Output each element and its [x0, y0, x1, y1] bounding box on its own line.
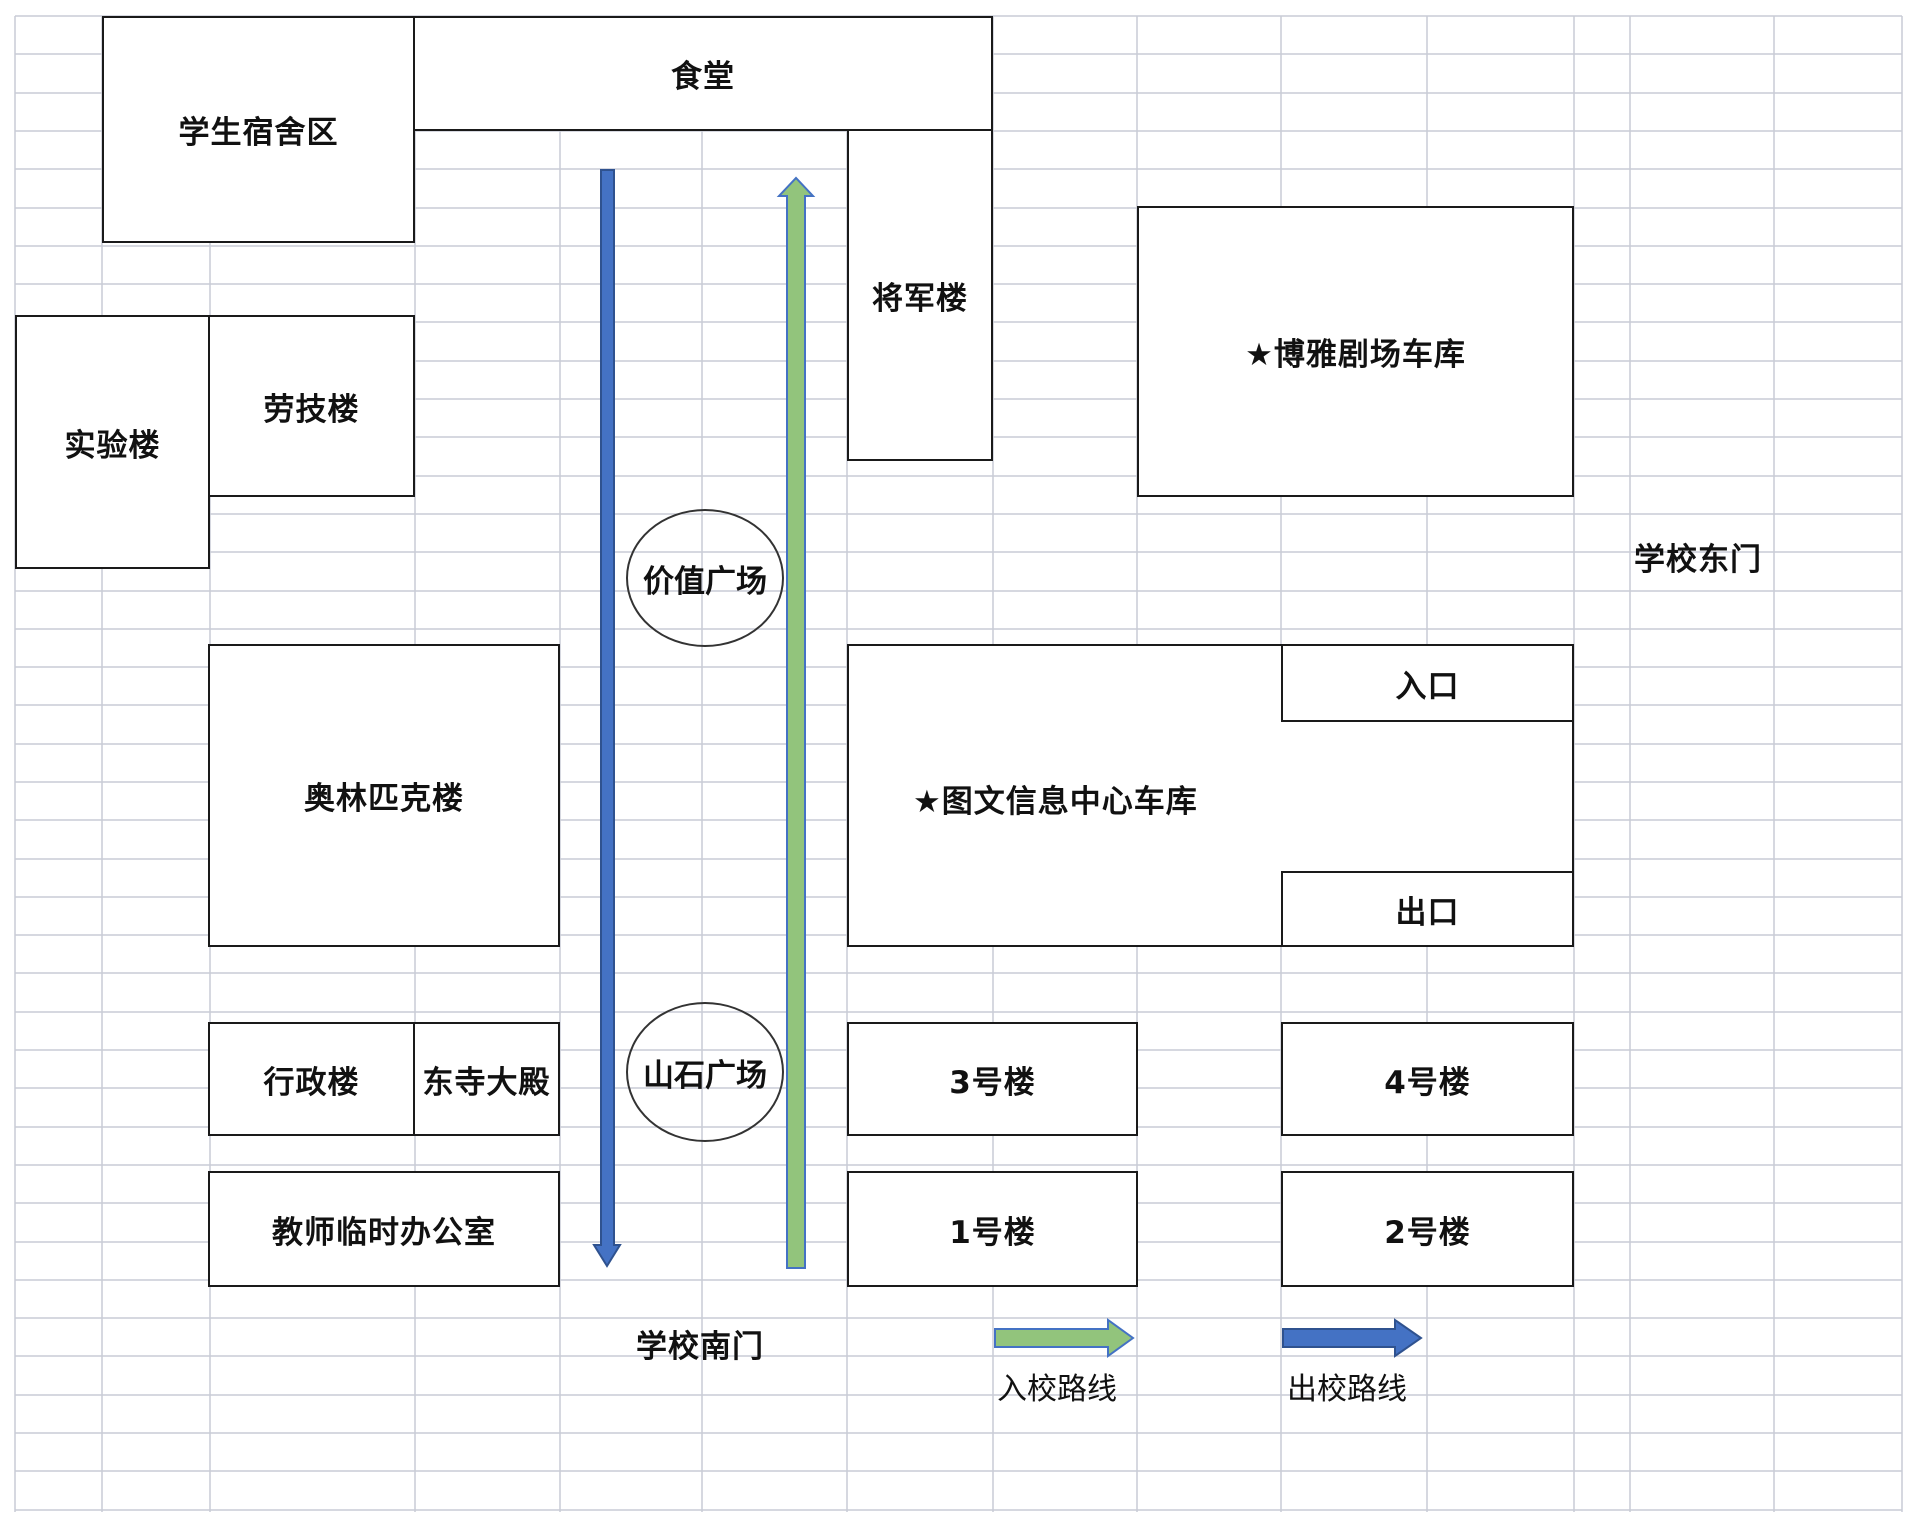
garage-entrance[interactable]: 入口	[1281, 644, 1574, 722]
admin-building: 行政楼	[208, 1022, 415, 1136]
labor-tech-building: 劳技楼	[208, 315, 415, 497]
building-4: 4号楼	[1281, 1022, 1574, 1136]
boya-theater-garage: ★博雅剧场车库	[1137, 206, 1574, 497]
general-building: 将军楼	[847, 129, 993, 461]
legend-exit-route-label: 出校路线	[1287, 1372, 1407, 1407]
canteen: 食堂	[413, 16, 993, 131]
south-gate-label: 学校南门	[636, 1329, 764, 1365]
olympic-building: 奥林匹克楼	[208, 644, 560, 947]
east-gate-label: 学校东门	[1634, 542, 1762, 578]
value-plaza: 价值广场	[626, 509, 784, 647]
teacher-temp-office: 教师临时办公室	[208, 1171, 560, 1287]
lab-building: 实验楼	[15, 315, 210, 569]
library-garage-label: ★图文信息中心车库	[913, 784, 1198, 820]
garage-exit[interactable]: 出口	[1281, 871, 1574, 947]
building-1: 1号楼	[847, 1171, 1138, 1287]
building-3: 3号楼	[847, 1022, 1138, 1136]
building-2: 2号楼	[1281, 1171, 1574, 1287]
dormitory-area: 学生宿舍区	[102, 16, 415, 243]
legend-entry-route-label: 入校路线	[997, 1372, 1117, 1407]
dongsi-hall: 东寺大殿	[413, 1022, 560, 1136]
shanshi-plaza: 山石广场	[626, 1002, 784, 1142]
